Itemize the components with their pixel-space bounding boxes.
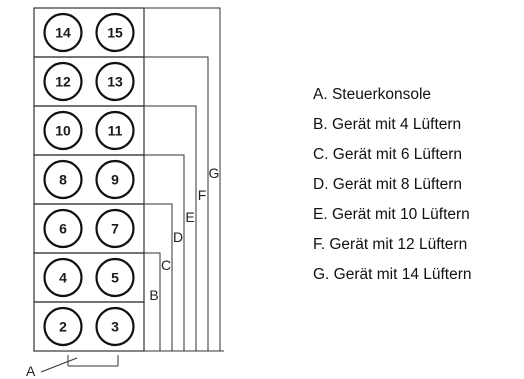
legend-item: G. Gerät mit 14 Lüftern	[313, 266, 472, 283]
fan-unit-cell	[33, 301, 145, 352]
fan-number: 6	[59, 221, 67, 237]
fan-grid: 14 15 12 13 10 11 8 9 6 7 4 5 2 3	[33, 7, 145, 352]
fan-number: 2	[59, 319, 67, 335]
bracket-b-line	[144, 252, 161, 351]
fan-circle	[95, 61, 135, 102]
fan-circle	[43, 257, 83, 298]
fan-number: 3	[111, 319, 119, 335]
fan-circle	[43, 110, 83, 151]
fan-circle	[43, 306, 83, 347]
fan-number: 7	[111, 221, 119, 237]
bracket-b-label: B	[149, 287, 158, 303]
bracket-g-label: G	[209, 165, 220, 181]
fan-number: 4	[59, 270, 67, 286]
fan-circle	[95, 208, 135, 249]
legend-item: F. Gerät mit 12 Lüftern	[313, 236, 468, 253]
fan-circle	[95, 110, 135, 151]
console-label: A	[26, 363, 36, 379]
fan-number: 8	[59, 172, 67, 188]
fan-number: 13	[107, 74, 123, 90]
fan-number: 10	[55, 123, 71, 139]
bracket-d-label: D	[173, 229, 183, 245]
bracket-e-line	[144, 105, 197, 351]
legend-item: B. Gerät mit 4 Lüftern	[313, 116, 462, 133]
bracket-d-line	[144, 154, 185, 351]
legend-item: A. Steuerkonsole	[313, 86, 432, 103]
legend-item: E. Gerät mit 10 Lüftern	[313, 206, 470, 223]
control-console: A	[26, 355, 119, 379]
legend-item: D. Gerät mit 8 Lüftern	[313, 176, 463, 193]
bracket-f-line	[144, 56, 209, 351]
fan-circle	[95, 257, 135, 298]
fan-circle	[95, 306, 135, 347]
fan-circle	[95, 159, 135, 200]
legend-item: C. Gerät mit 6 Lüftern	[313, 146, 463, 163]
bracket-c-label: C	[161, 257, 171, 273]
bracket-f-label: F	[198, 187, 207, 203]
fan-circle	[95, 12, 135, 53]
bracket-e-label: E	[185, 209, 194, 225]
fan-number: 11	[108, 123, 123, 139]
fan-circle	[43, 159, 83, 200]
fan-circle	[43, 61, 83, 102]
fan-number: 14	[55, 25, 71, 41]
bracket-g-line	[144, 7, 221, 351]
console-leader-line	[40, 357, 78, 373]
fan-number: 9	[111, 172, 119, 188]
fan-number: 12	[55, 74, 71, 90]
fan-number: 5	[111, 270, 119, 286]
fan-number: 15	[107, 25, 123, 41]
bracket-c-line	[144, 203, 173, 351]
fan-circle	[43, 208, 83, 249]
fan-circle	[43, 12, 83, 53]
